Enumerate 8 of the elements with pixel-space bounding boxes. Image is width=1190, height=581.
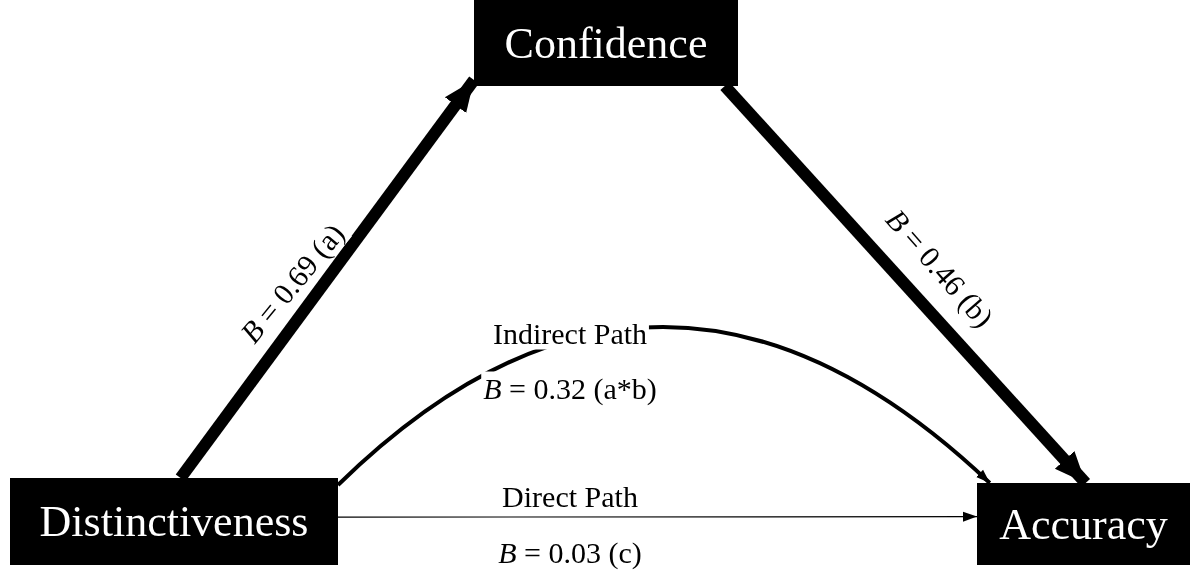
coefficient-label: B = 0.32 (a*b) xyxy=(481,371,659,405)
variable-name: Accuracy xyxy=(999,498,1168,550)
variable-name: Confidence xyxy=(504,17,708,69)
variable-box xyxy=(10,478,338,565)
arrow xyxy=(337,511,978,522)
variable-name: Distinctiveness xyxy=(39,496,309,547)
variable-box xyxy=(474,0,738,86)
variable-box xyxy=(977,483,1190,565)
